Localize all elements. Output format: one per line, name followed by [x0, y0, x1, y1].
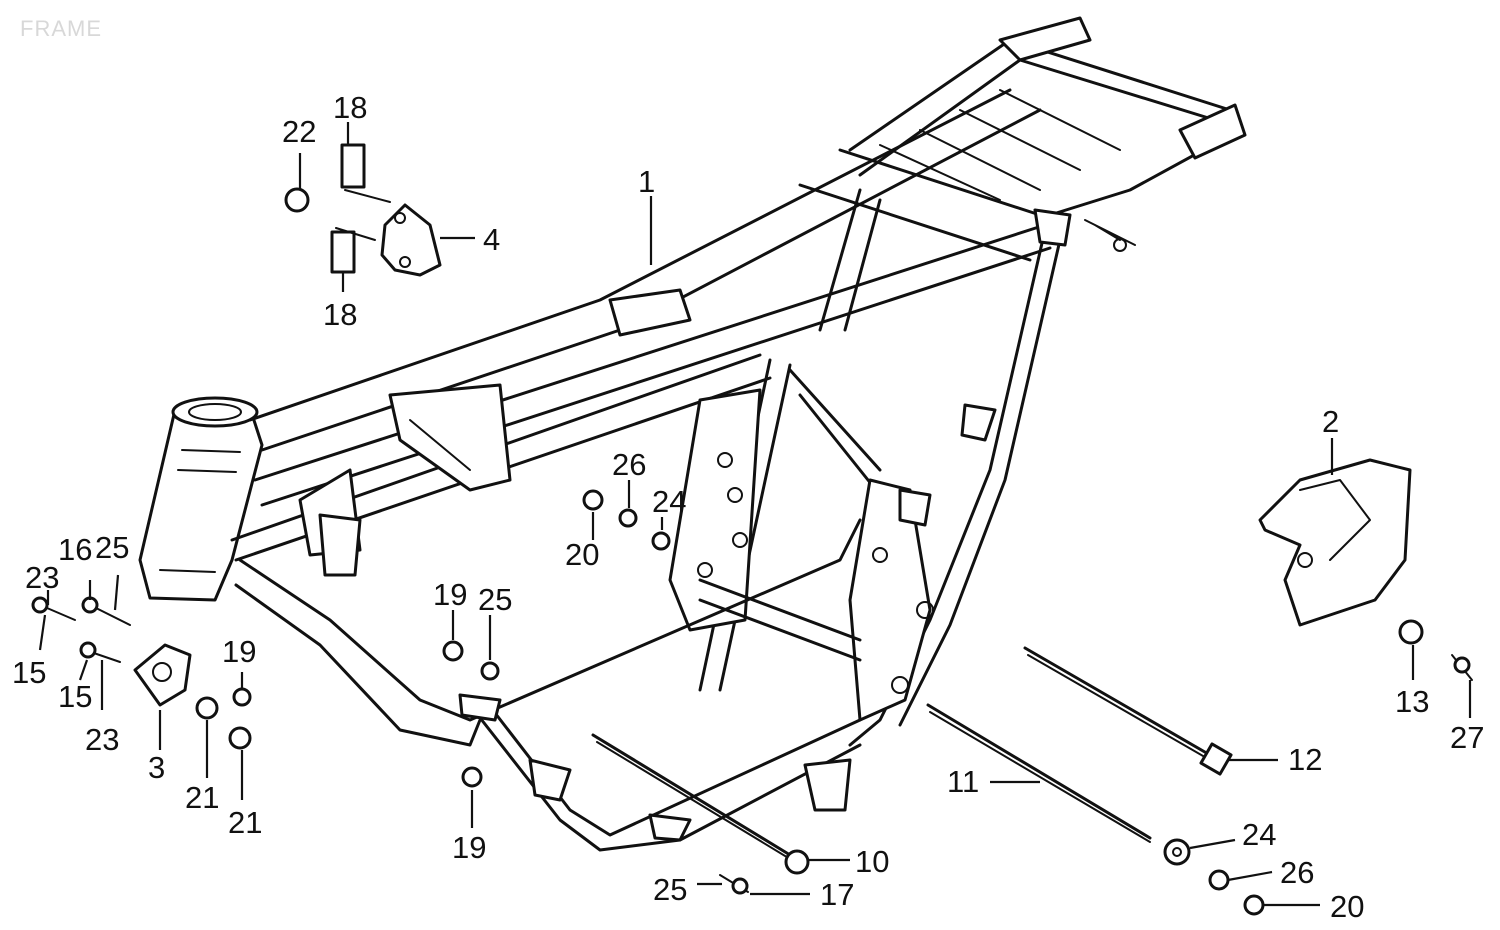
callout-13: 13: [1395, 684, 1429, 719]
callout-22: 22: [282, 114, 316, 149]
callout-17: 17: [820, 877, 854, 912]
engine-hanger-bolts: [591, 619, 1473, 916]
callout-16: 16: [58, 532, 92, 567]
callout-3: 3: [148, 750, 165, 785]
callout-24-right: 24: [1242, 817, 1276, 852]
callout-26-right: 26: [1280, 855, 1314, 890]
callout-2: 2: [1322, 404, 1339, 439]
callout-25-center: 25: [478, 582, 512, 617]
callout-20-center: 20: [565, 537, 599, 572]
loose-fasteners: [442, 489, 671, 788]
side-cover: [1258, 458, 1412, 627]
callout-19-left: 19: [222, 634, 256, 669]
leader-lines: [38, 122, 1472, 907]
callout-19-lower: 19: [452, 830, 486, 865]
callout-23-lower: 23: [85, 722, 119, 757]
callout-1: 1: [638, 164, 655, 199]
callout-21-right: 21: [228, 805, 262, 840]
callout-19-center: 19: [433, 577, 467, 612]
callout-18-top: 18: [333, 90, 367, 125]
callout-26-center: 26: [612, 447, 646, 482]
callout-23-upper: 23: [25, 560, 59, 595]
callout-25-left: 25: [95, 530, 129, 565]
callout-25-bottom: 25: [653, 872, 687, 907]
callout-24-center: 24: [652, 484, 686, 519]
mount-bracket-assembly: [284, 143, 442, 277]
callout-18-bottom: 18: [323, 297, 357, 332]
callout-20-right: 20: [1330, 889, 1364, 924]
callout-27: 27: [1450, 720, 1484, 755]
watermark-text: FRAME: [20, 16, 102, 41]
main-frame: [138, 16, 1247, 852]
callout-4: 4: [483, 222, 500, 257]
callout-11: 11: [947, 764, 979, 799]
callout-labels: 1 2 3 4 10 11 12 13 15 15 16 17 18 18 19…: [12, 90, 1484, 924]
callout-21-left: 21: [185, 780, 219, 815]
callout-15-upper: 15: [12, 655, 46, 690]
callout-15-lower: 15: [58, 679, 92, 714]
head-plate-assembly: [31, 596, 252, 750]
callout-12: 12: [1288, 742, 1322, 777]
callout-10: 10: [855, 844, 889, 879]
